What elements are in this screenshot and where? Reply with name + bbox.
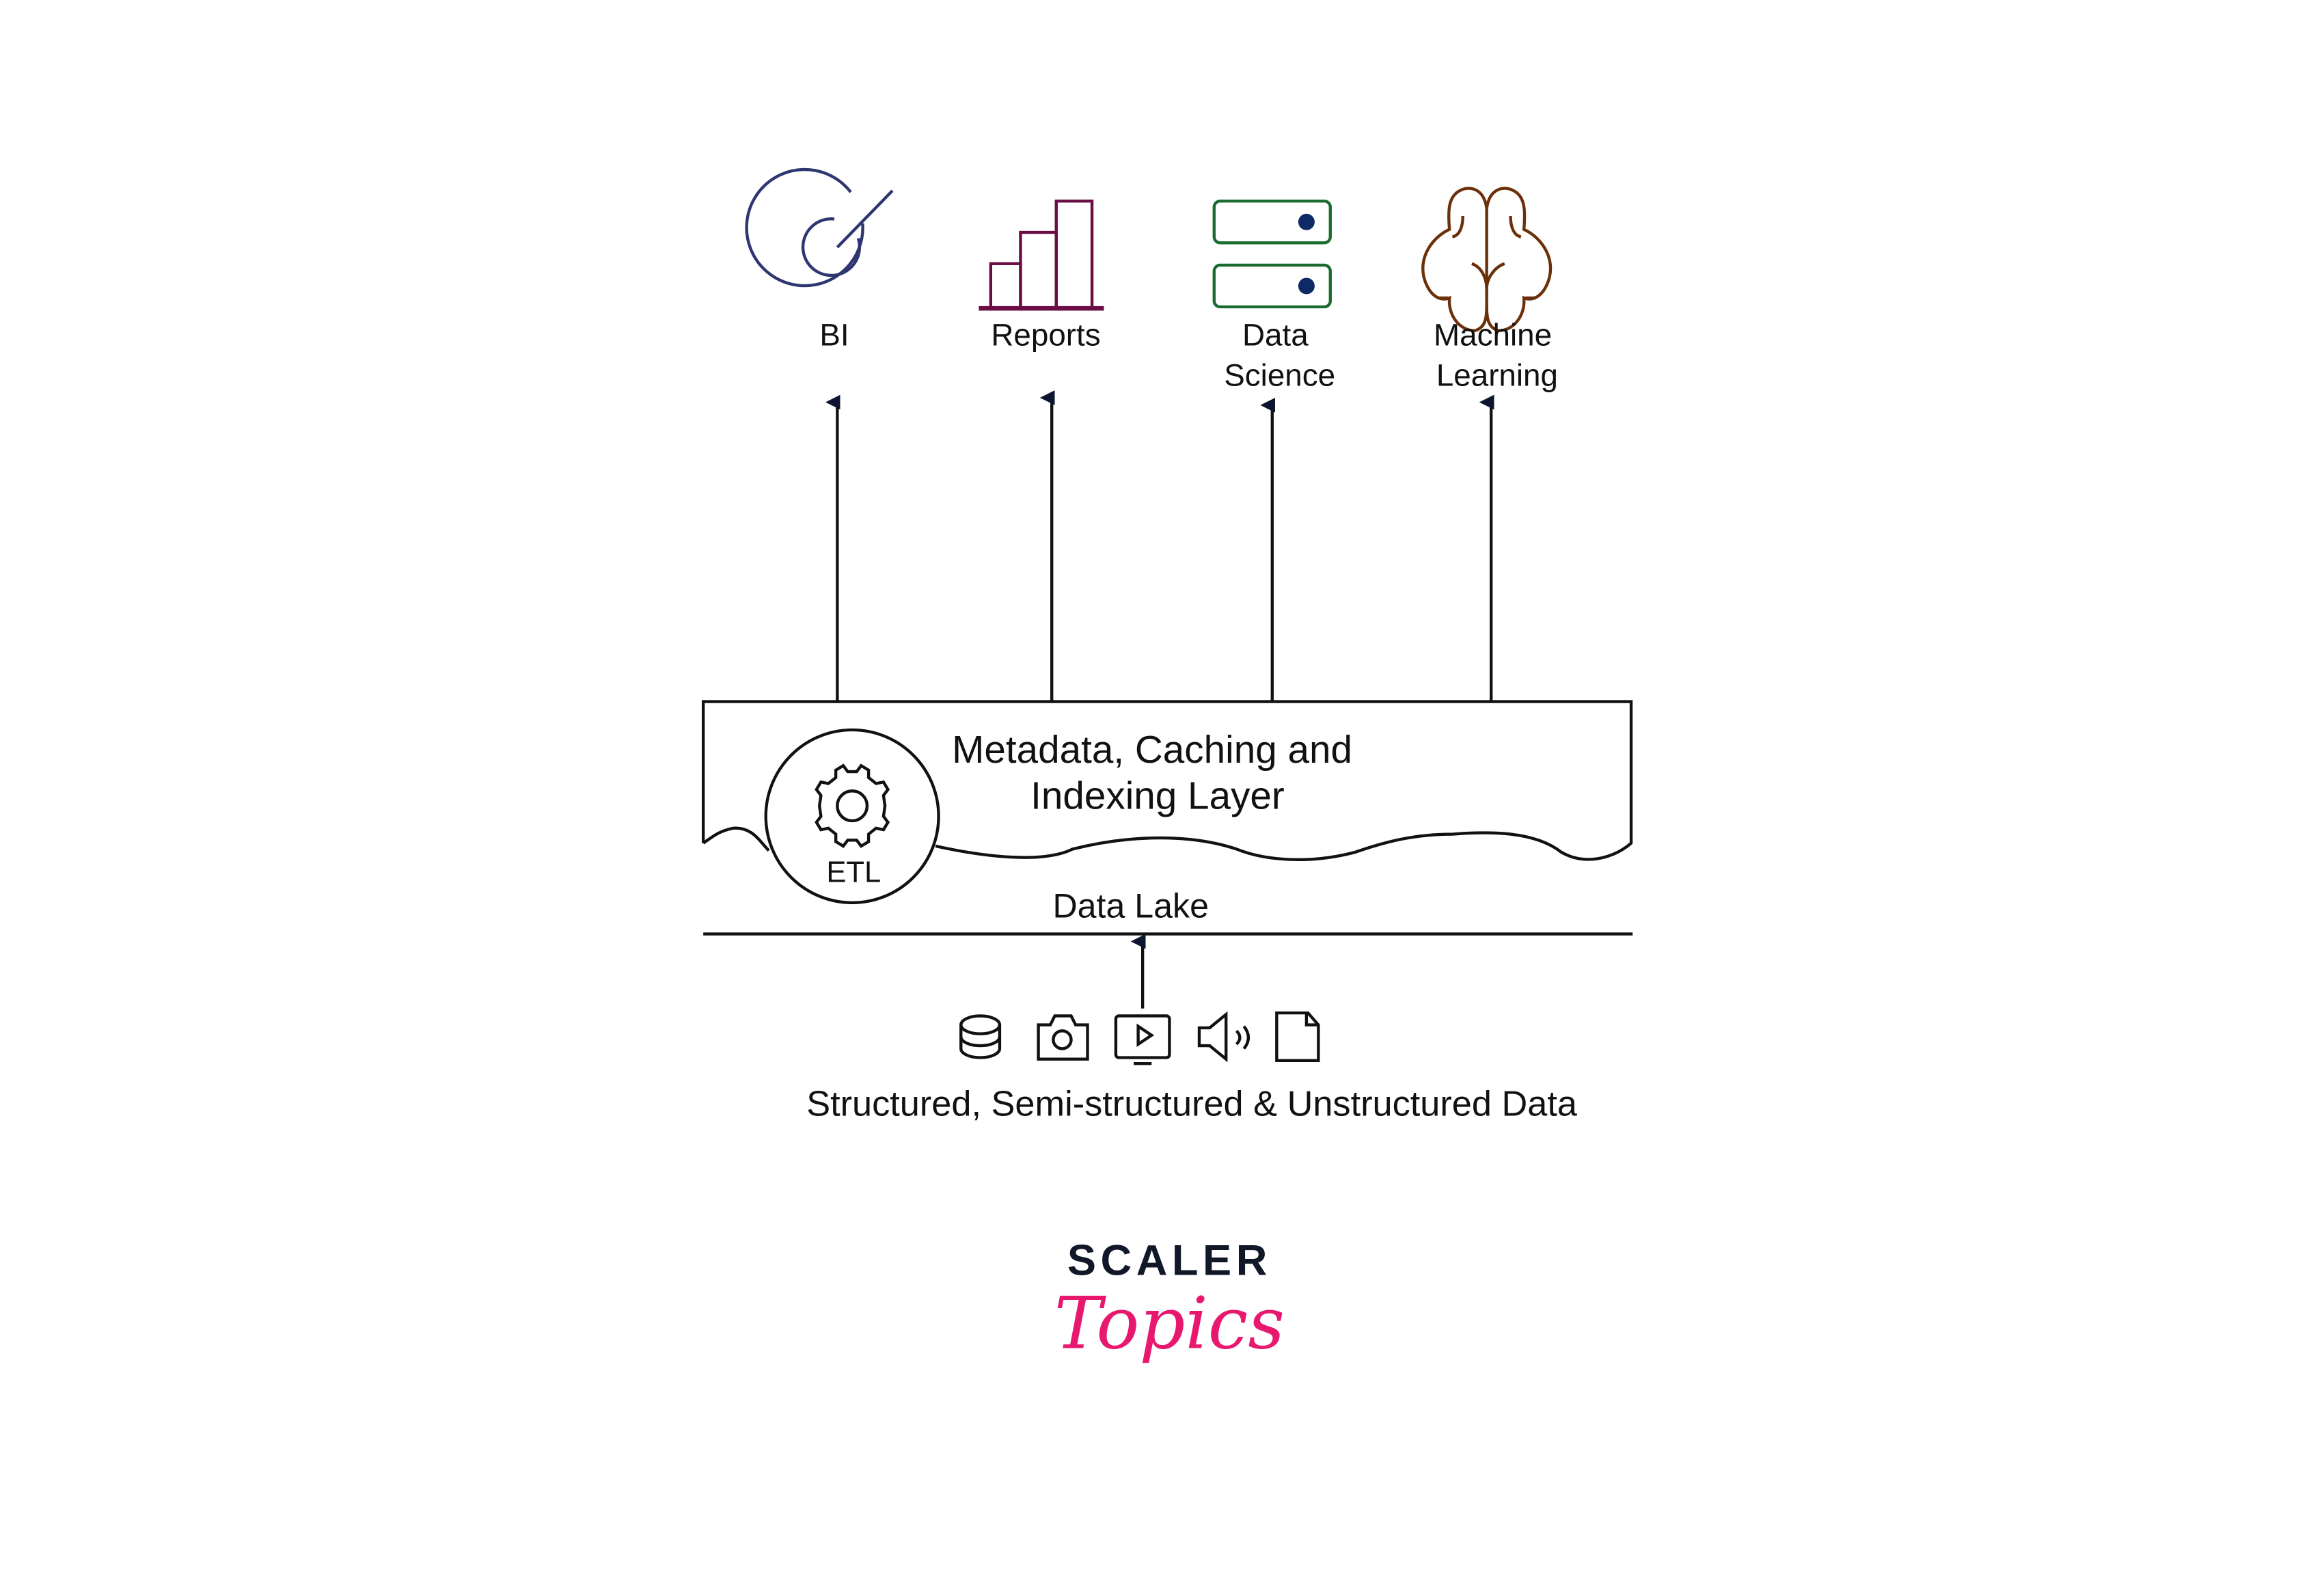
video-icon — [1114, 1014, 1171, 1065]
label-line: Learning — [1436, 358, 1558, 393]
label-line: Machine — [1434, 318, 1552, 353]
layer-title: Metadata, Caching and Indexing Layer — [952, 729, 1363, 818]
consumer-label-machine-learning: Machine Learning — [1434, 318, 1561, 393]
scaler-topics-logo: SCALER Topics — [1054, 1237, 1285, 1366]
bar-chart-icon — [979, 200, 1104, 311]
file-icon — [1275, 1011, 1320, 1063]
camera-icon — [1037, 1014, 1089, 1061]
etl-circle — [764, 728, 940, 905]
svg-text:SCALER: SCALER — [1067, 1237, 1272, 1285]
label-line: Science — [1224, 358, 1335, 393]
metadata-layer-box — [702, 700, 1633, 861]
label-line: Data — [1242, 318, 1309, 353]
data-lake-label: Data Lake — [1052, 887, 1209, 925]
consumer-label-data-science: Data Science — [1224, 318, 1335, 393]
etl-label: ETL — [826, 856, 881, 888]
svg-text:Topics: Topics — [1054, 1282, 1285, 1366]
gear-icon — [815, 763, 890, 848]
server-icon — [1212, 200, 1332, 309]
brain-icon — [1421, 187, 1553, 333]
database-icon — [959, 1014, 1002, 1059]
title-line: Metadata, Caching and — [952, 729, 1352, 772]
consumer-label-reports: Reports — [991, 318, 1100, 353]
audio-icon — [1197, 1011, 1250, 1063]
target-icon — [745, 167, 894, 288]
title-line: Indexing Layer — [1030, 775, 1285, 818]
sources-label: Structured, Semi-structured & Unstructur… — [806, 1085, 1578, 1124]
consumer-label-bi: BI — [819, 318, 849, 353]
